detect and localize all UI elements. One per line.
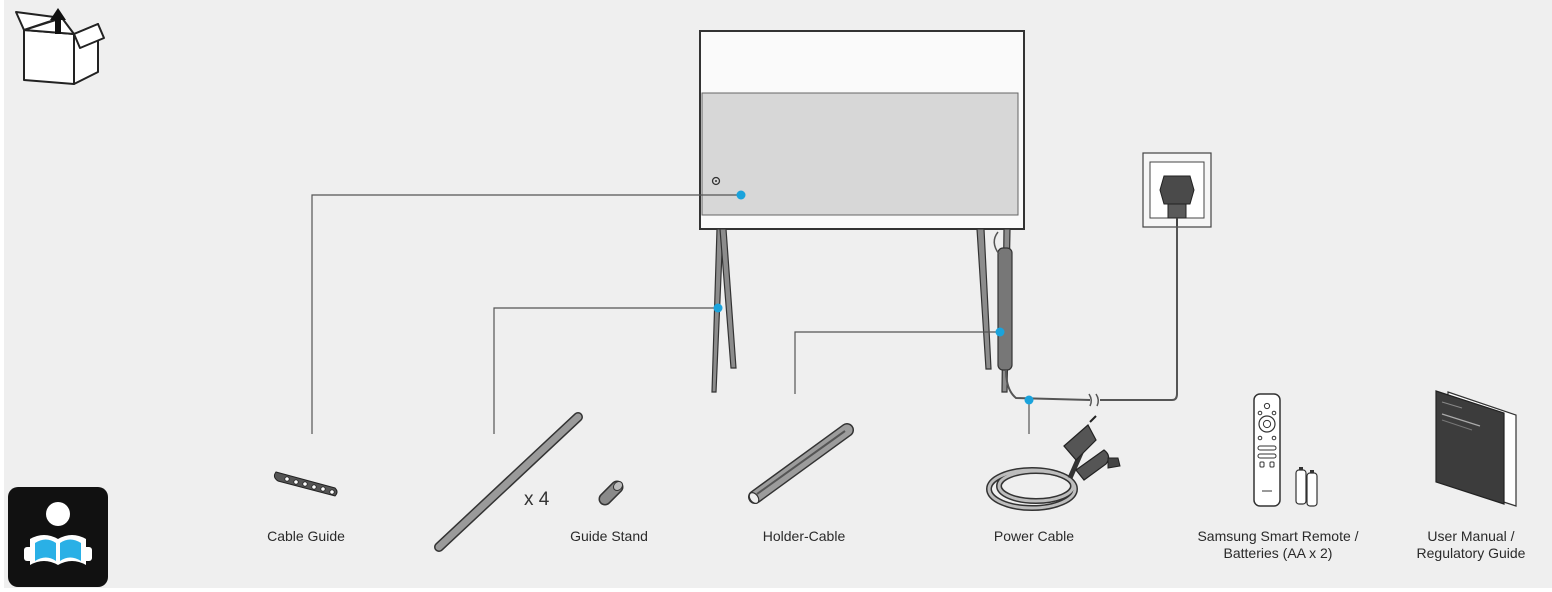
remote-label-line1: Samsung Smart Remote / (1197, 528, 1359, 544)
power-cable-label: Power Cable (993, 528, 1075, 544)
user-manual-label: User Manual / Regulatory Guide (1406, 528, 1536, 562)
wall-socket (1142, 152, 1212, 228)
stand-rod-part (434, 412, 583, 552)
callout-lines (311, 194, 1030, 434)
unbox-icon (15, 8, 105, 85)
guide-stand-part (598, 480, 624, 506)
holder-cable-part (748, 423, 854, 504)
callout-dot-guide-stand (713, 303, 723, 313)
remote-and-batteries-part (1253, 393, 1318, 507)
power-cable-part (986, 415, 1121, 511)
cable-guide-label: Cable Guide (267, 528, 345, 544)
user-manual-part (1435, 390, 1517, 507)
callout-dots (713, 190, 1034, 405)
manual-label-line2: Regulatory Guide (1416, 545, 1526, 561)
holder-cable-label: Holder-Cable (762, 528, 846, 544)
rod-quantity-label: x 4 (524, 489, 550, 510)
callout-dot-power-cable (1024, 395, 1034, 405)
right-stand-legs (976, 228, 1013, 393)
tv-illustration (699, 30, 1025, 230)
remote-label-line2: Batteries (AA x 2) (1223, 545, 1333, 561)
components-diagram (273, 30, 1517, 552)
cable-guide-part (273, 471, 338, 497)
diagram-canvas: Cable Guide x 4 Guide Stand Holder-Cable… (4, 0, 1552, 588)
power-cable-route (1005, 226, 1178, 407)
guide-stand-label: Guide Stand (570, 528, 648, 544)
manual-label-line1: User Manual / (1427, 528, 1515, 544)
read-manual-icon (8, 487, 108, 587)
callout-dot-holder-cable (995, 327, 1005, 337)
callout-dot-cable-guide (736, 190, 746, 200)
remote-batteries-label: Samsung Smart Remote / Batteries (AA x 2… (1183, 528, 1373, 562)
